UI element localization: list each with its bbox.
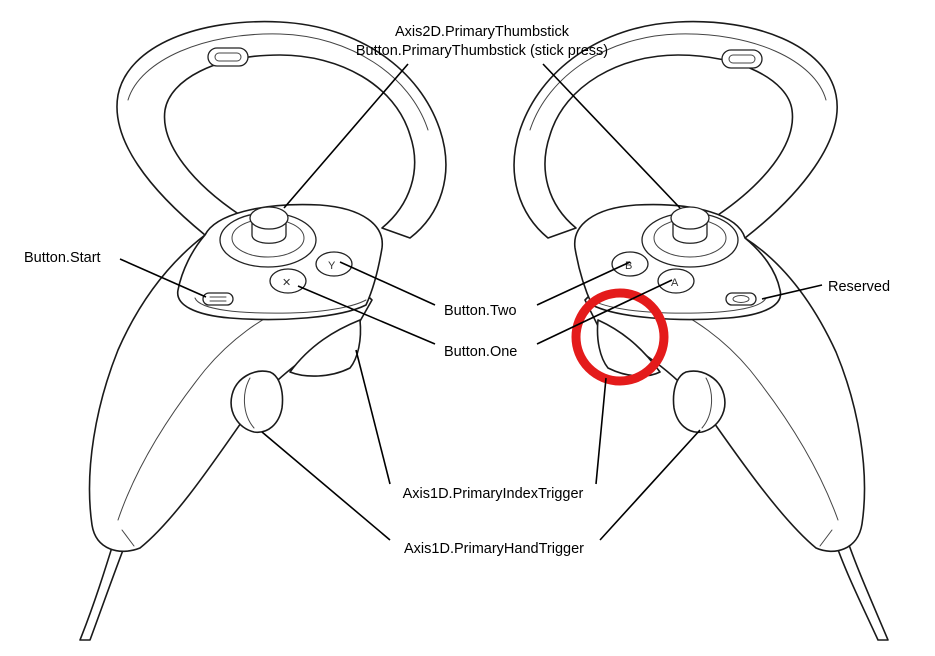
right-cable <box>831 529 889 641</box>
left-button-x[interactable] <box>269 268 307 294</box>
left-button-y[interactable] <box>315 251 353 277</box>
left-controller: ✕ Y <box>79 20 447 641</box>
label-button-one: Button.One <box>444 344 517 360</box>
right-button-b[interactable] <box>611 251 649 277</box>
svg-text:A: A <box>671 277 679 289</box>
left-hand-trigger[interactable] <box>230 370 284 433</box>
left-cable <box>79 527 131 641</box>
label-button-two: Button.Two <box>444 303 517 319</box>
label-hand-trigger: Axis1D.PrimaryHandTrigger <box>404 541 584 557</box>
label-button-start: Button.Start <box>24 250 101 266</box>
label-thumbstick-press: Button.PrimaryThumbstick (stick press) <box>356 43 608 59</box>
right-oculus-button[interactable] <box>725 292 757 306</box>
svg-text:Y: Y <box>328 260 336 272</box>
right-button-a[interactable] <box>657 268 695 294</box>
right-ring-port <box>721 49 763 69</box>
svg-text:B: B <box>625 260 632 272</box>
left-index-trigger[interactable] <box>289 319 362 377</box>
right-tracking-ring <box>513 20 838 239</box>
leader-lines <box>119 63 823 541</box>
left-tracking-ring <box>116 20 447 239</box>
right-hand-trigger[interactable] <box>672 370 726 433</box>
left-menu-button[interactable] <box>202 292 234 306</box>
svg-text:✕: ✕ <box>282 277 291 289</box>
highlight-circle <box>571 288 669 386</box>
label-reserved: Reserved <box>828 279 890 295</box>
label-index-trigger: Axis1D.PrimaryIndexTrigger <box>403 486 584 502</box>
left-ring-port <box>207 47 249 67</box>
label-thumbstick-axis: Axis2D.PrimaryThumbstick <box>395 24 570 40</box>
